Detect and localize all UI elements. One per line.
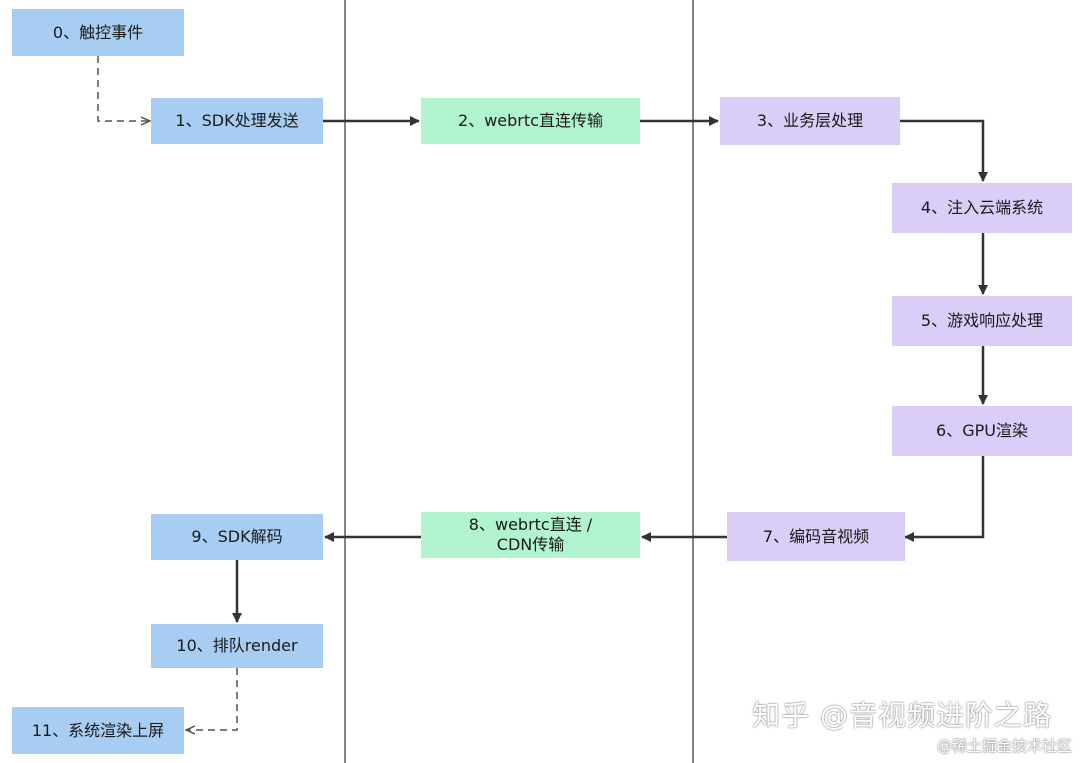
node-gpu-render: 6、GPU渲染 [892,406,1072,456]
node-webrtc-cdn: 8、webrtc直连 / CDN传输 [421,512,640,558]
node-sdk-send: 1、SDK处理发送 [151,98,323,144]
node-inject-cloud: 4、注入云端系统 [892,183,1072,233]
node-queue-render: 10、排队render [151,624,323,668]
node-touch-event: 0、触控事件 [12,9,184,56]
node-encode-av: 7、编码音视频 [727,512,905,561]
node-system-present: 11、系统渲染上屏 [12,707,184,754]
edge-0-to-1 [97,56,150,121]
node-sdk-decode: 9、SDK解码 [151,514,323,560]
zhihu-watermark: 知乎 @音视频进阶之路 [752,699,1052,732]
node-game-response: 5、游戏响应处理 [892,296,1072,346]
edge-10-to-11 [186,668,238,730]
juejin-watermark: @稀土掘金技术社区 [936,737,1072,755]
edge-3-to-4 [900,119,988,182]
node-business-layer: 3、业务层处理 [720,97,900,145]
node-webrtc-transport: 2、webrtc直连传输 [421,98,640,144]
edge-6-to-7 [904,456,985,542]
